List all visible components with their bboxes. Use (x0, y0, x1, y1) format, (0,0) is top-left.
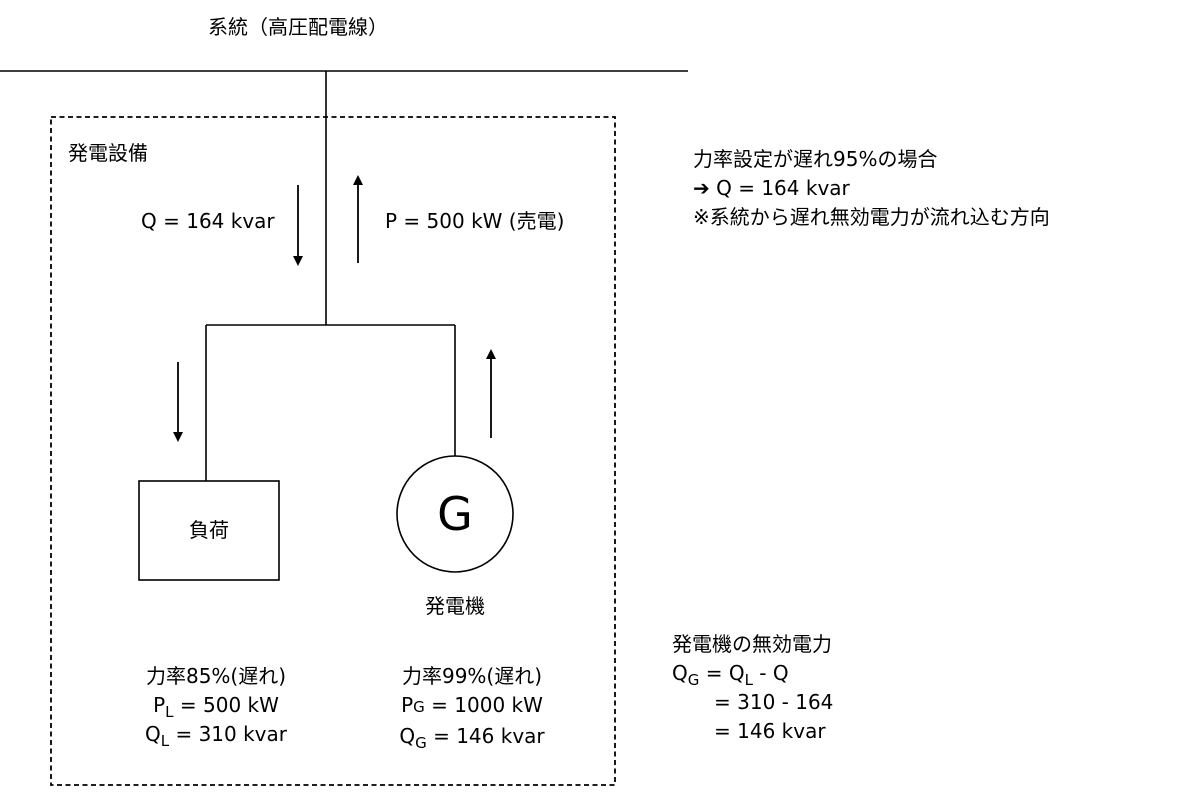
facility-label: 発電設備 (68, 141, 148, 165)
load-box (138, 480, 280, 581)
grid-label: 系統（高圧配電線） (208, 15, 388, 39)
calc-title: 発電機の無効電力 (672, 632, 832, 656)
load-label: 負荷 (189, 518, 229, 542)
generator-symbol: G (437, 487, 473, 541)
load-power-factor: 力率85%(遅れ) (145, 664, 287, 688)
q-flow-label: Q = 164 kvar (141, 209, 275, 233)
calc-line-1: QG = QL - Q (672, 661, 789, 689)
note-line-2: ➔ Q = 164 kvar (693, 176, 850, 200)
load-reactive-power: QL = 310 kvar (144, 722, 287, 750)
facility-boundary (50, 116, 616, 786)
generator-power-factor: 力率99%(遅れ) (401, 664, 543, 688)
generator-reactive-power: QG = 146 kvar (399, 724, 545, 752)
calc-line-3: = 146 kvar (714, 719, 826, 743)
generator-info: 力率99%(遅れ) PG = 1000 kW QG = 146 kvar (372, 662, 572, 751)
generator-circle (396, 455, 514, 573)
power-factor-note: 力率設定が遅れ95%の場合 ➔ Q = 164 kvar ※系統から遅れ無効電力… (693, 145, 1050, 232)
load-info: 力率85%(遅れ) PL = 500 kW QL = 310 kvar (116, 662, 316, 749)
note-line-3: ※系統から遅れ無効電力が流れ込む方向 (693, 205, 1050, 229)
reactive-power-calculation: 発電機の無効電力 QG = QL - Q = 310 - 164 = 146 k… (672, 630, 833, 746)
generator-active-power: PG = 1000 kW (401, 693, 543, 717)
p-flow-label: P = 500 kW (売電) (385, 209, 565, 233)
load-active-power: PL = 500 kW (153, 693, 279, 721)
note-line-1: 力率設定が遅れ95%の場合 (693, 147, 938, 171)
calc-line-2: = 310 - 164 (714, 690, 834, 714)
generator-label: 発電機 (425, 594, 485, 618)
